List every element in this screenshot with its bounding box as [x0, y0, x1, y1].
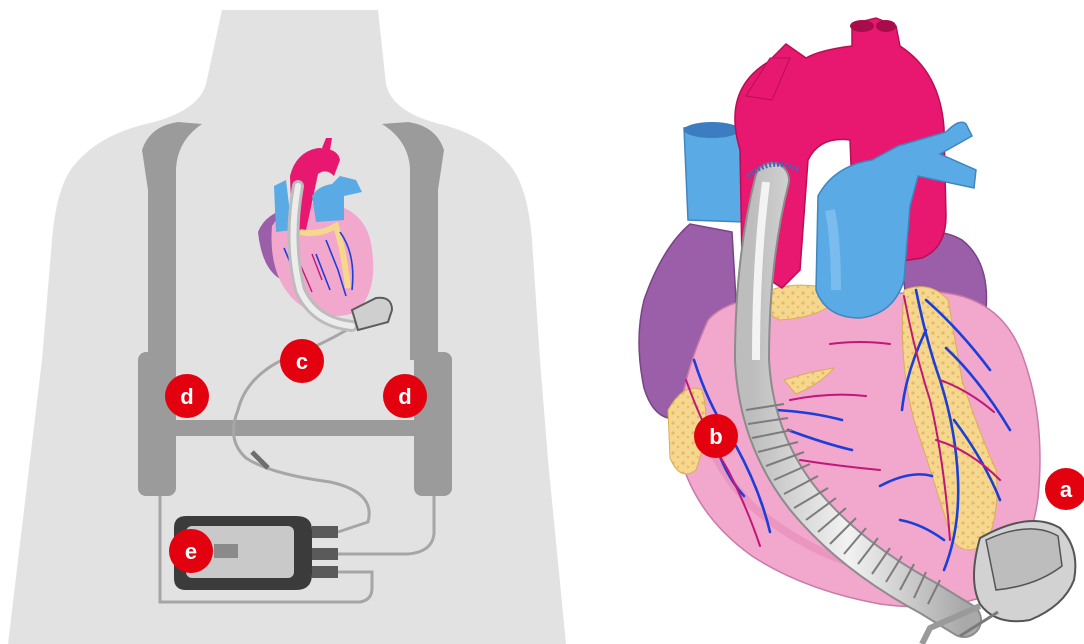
label-c: c — [280, 339, 324, 383]
harness-right-pad — [414, 352, 452, 496]
harness-belt — [160, 420, 426, 436]
superior-vena-cava — [684, 125, 744, 222]
controller-display — [214, 544, 238, 558]
label-a: a — [1045, 468, 1084, 510]
label-d-right: d — [383, 374, 427, 418]
aorta-opening-2 — [876, 20, 896, 32]
aorta-opening-1 — [850, 20, 874, 32]
large-heart — [639, 18, 1075, 644]
svg-text:a: a — [1060, 477, 1073, 502]
svg-text:c: c — [296, 349, 308, 374]
label-d-left: d — [165, 374, 209, 418]
harness-left-pad — [138, 352, 176, 496]
svg-text:d: d — [180, 384, 193, 409]
label-e: e — [169, 529, 213, 573]
svg-text:b: b — [709, 424, 722, 449]
svg-text:d: d — [398, 384, 411, 409]
label-b: b — [694, 414, 738, 458]
svg-text:e: e — [185, 539, 197, 564]
